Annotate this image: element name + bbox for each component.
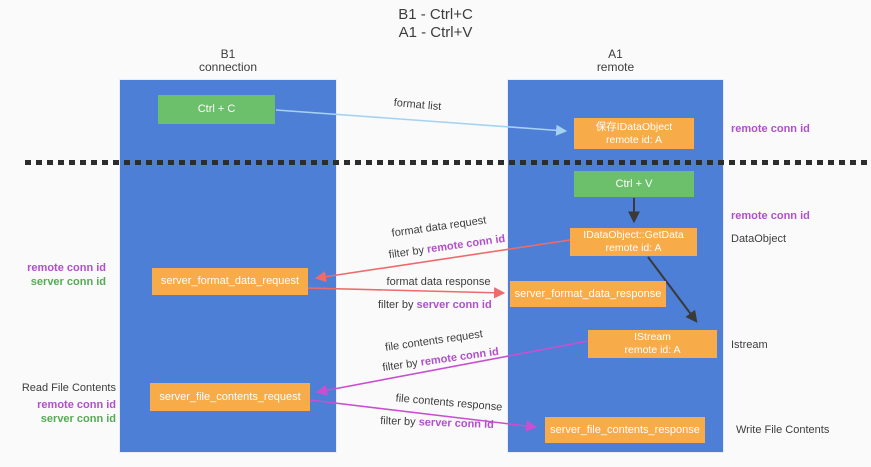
node-server-format-data-response-label: server_format_data_response [514,287,662,300]
node-server-file-contents-request-label: server_file_contents_request [159,390,301,403]
node-istream-line1: IStream [634,331,671,343]
edge-label-file-response-filter: filter by server conn id [380,415,494,431]
remote-conn-id-label: remote conn id [27,262,106,274]
edge-label-format-response-filter: filter by server conn id [378,299,492,311]
node-ctrl-c: Ctrl + C [158,95,275,124]
annotation-remote-conn-id-top: remote conn id [731,123,810,135]
left-column-header: B1 connection [120,48,336,74]
node-getdata-line2: remote id: A [605,242,662,254]
server-conn-id-label: server conn id [30,276,106,288]
title-line-2: A1 - Ctrl+V [398,24,473,41]
node-istream: IStream remote id: A [588,330,717,358]
node-istream-line2: remote id: A [624,344,681,356]
node-save-idataobject-line1: 保存IDataObject [595,120,673,133]
title-line-1: B1 - Ctrl+C [398,6,473,23]
node-server-file-contents-response: server_file_contents_response [545,417,705,443]
server-conn-id-text: server conn id [416,299,492,311]
remote-conn-id-label: remote conn id [731,210,810,222]
node-ctrl-v-label: Ctrl + V [615,177,653,190]
node-server-format-data-response: server_format_data_response [510,281,666,307]
annotation-write-file-contents: Write File Contents [736,424,830,436]
server-conn-id-label: server conn id [40,413,116,425]
node-save-idataobject-line2: remote id: A [605,133,663,146]
node-server-format-data-request-label: server_format_data_request [160,275,300,287]
node-server-file-contents-response-label: server_file_contents_response [550,423,700,436]
edge-label-format-list: format list [393,96,442,114]
edge-label-file-contents-response: file contents response [395,392,503,414]
right-column-header: A1 remote [508,48,723,74]
annotation-istream: Istream [731,339,768,351]
filter-by-text: filter by [379,415,419,429]
annotation-dataobject-group: remote conn id DataObject [731,209,810,246]
node-server-format-data-request: server_format_data_request [152,268,308,295]
remote-conn-id-text: remote conn id [426,232,506,256]
node-ctrl-c-label: Ctrl + C [197,103,236,115]
right-column-subtitle: remote [596,60,635,74]
node-getdata-line1: IDataObject::GetData [583,229,684,241]
read-file-contents-label: Read File Contents [21,382,116,394]
annotation-read-file-contents: Read File Contents remote conn id server… [18,381,116,426]
dataobject-label: DataObject [731,233,787,245]
filter-by-text: filter by [378,299,417,311]
arrow-format-data-response [307,287,506,299]
node-save-idataobject: 保存IDataObject remote id: A [574,118,694,149]
right-column-title: A1 [608,47,623,61]
edge-label-format-data-response: format data response [386,276,491,288]
diagram-title: B1 - Ctrl+C A1 - Ctrl+V [0,6,871,42]
remote-conn-id-label: remote conn id [37,399,116,411]
node-server-file-contents-request: server_file_contents_request [150,383,310,411]
node-ctrl-v: Ctrl + V [574,171,694,197]
left-column-subtitle: connection [198,60,258,74]
filter-by-text: filter by [388,243,428,262]
server-conn-id-text: server conn id [418,416,495,431]
filter-by-text: filter by [381,356,422,375]
annotation-left-conn-ids: remote conn id server conn id [18,261,106,289]
remote-conn-id-text: remote conn id [419,345,500,369]
left-column-title: B1 [220,47,236,61]
node-idataobject-getdata: IDataObject::GetData remote id: A [570,228,697,256]
phase-separator-dashed-line [25,160,871,165]
